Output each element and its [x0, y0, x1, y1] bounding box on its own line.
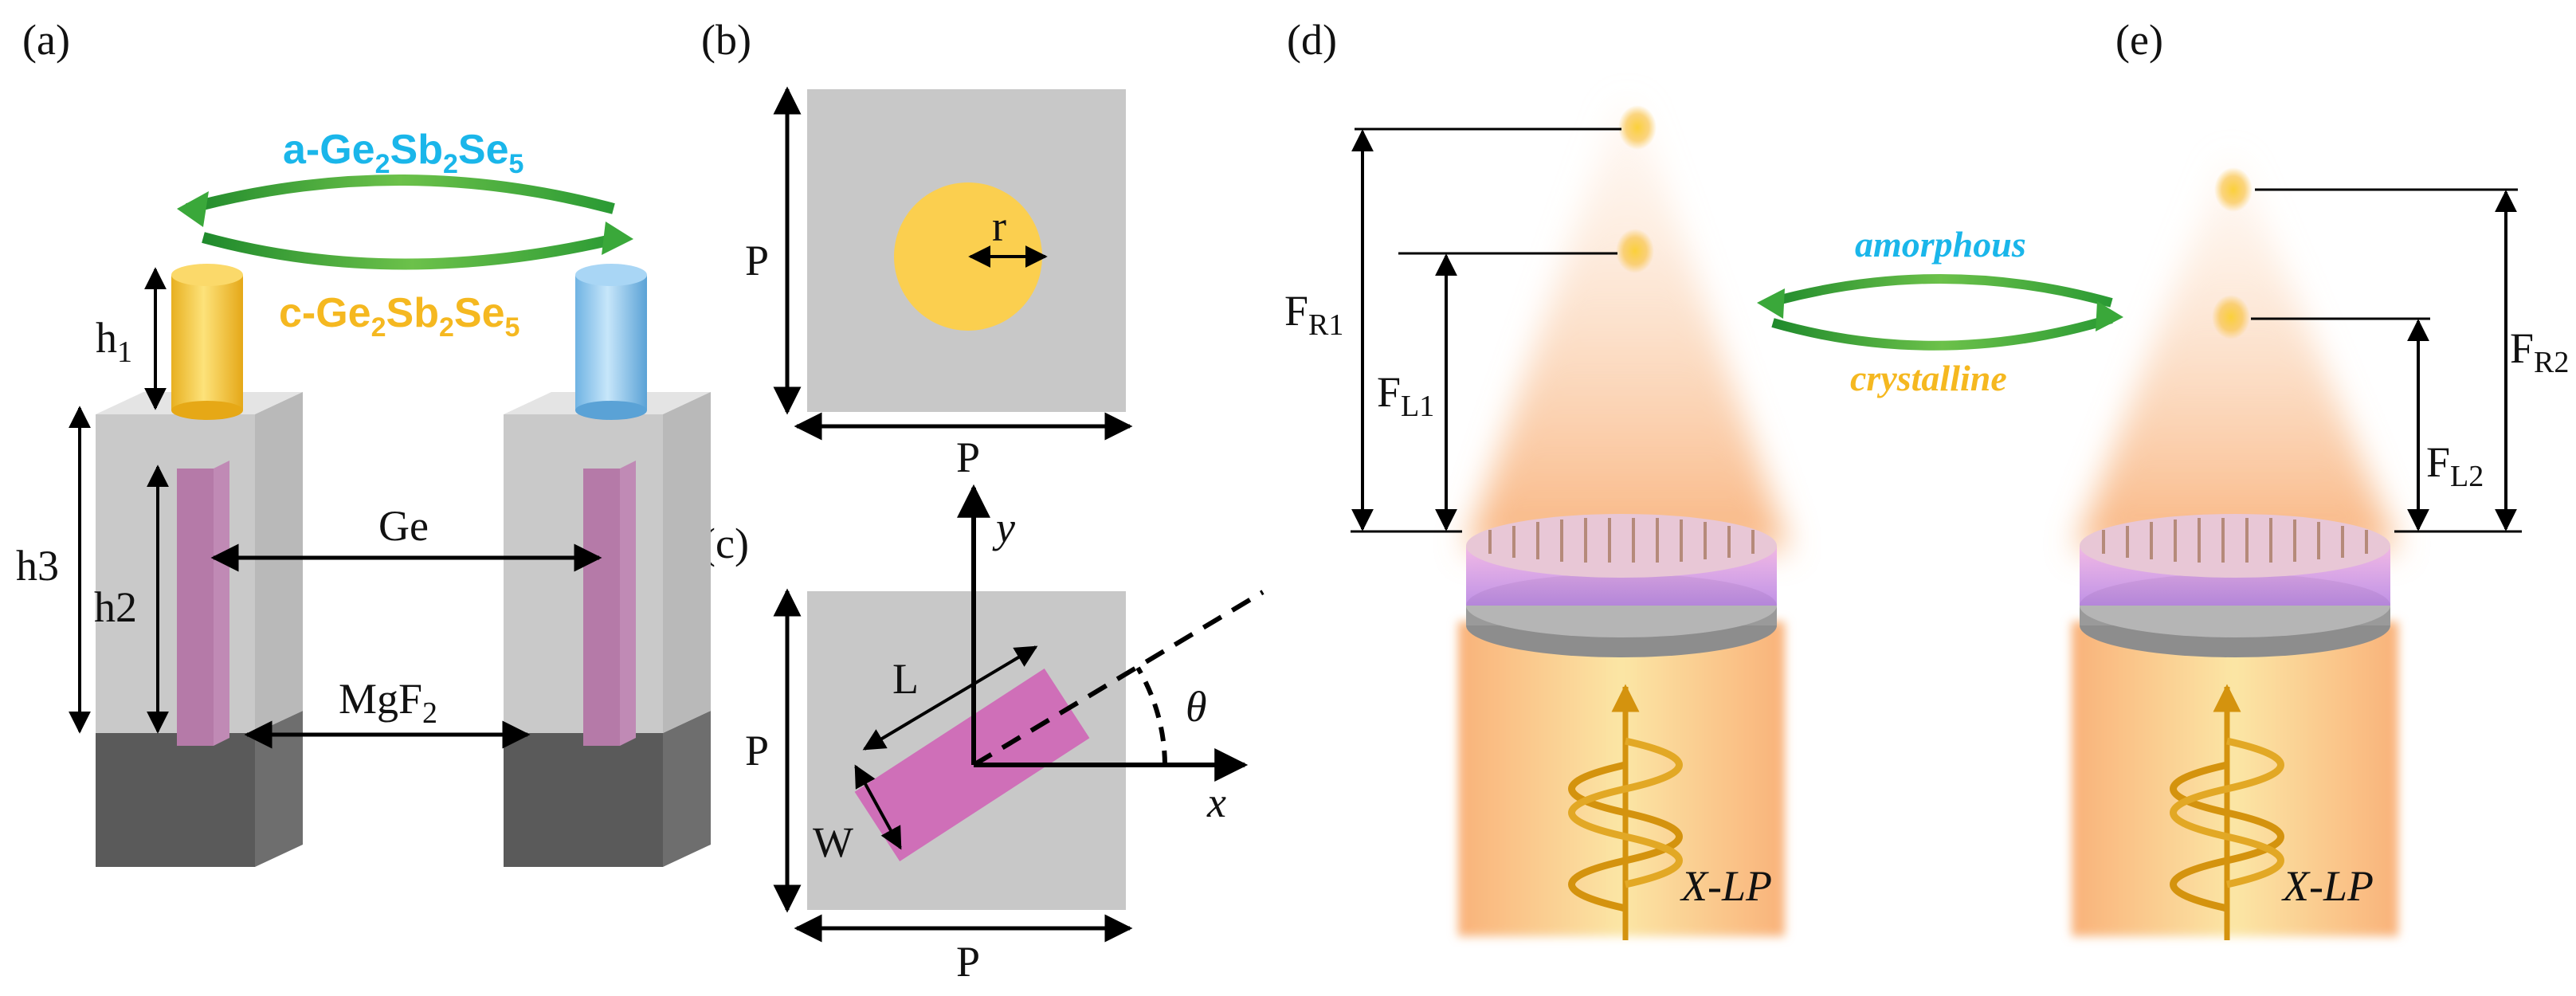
- theta-label: θ: [1186, 683, 1207, 731]
- metasurface-d: [1466, 514, 1777, 657]
- crystalline-gst-label: c-Ge2Sb2Se5: [279, 290, 520, 343]
- period-horizontal-b-label: P: [956, 433, 980, 481]
- panel-c: y x θ L W P P: [745, 484, 1264, 986]
- fl1-label: FL1: [1377, 368, 1434, 423]
- h1-label: h1: [96, 314, 132, 369]
- panel-label-a: (a): [22, 16, 70, 64]
- panel-b: r P P: [745, 86, 1133, 481]
- metasurface-e: [2080, 514, 2390, 657]
- length-arrow: [862, 645, 1038, 751]
- xlp-label-e: X-LP: [2281, 862, 2374, 910]
- radius-label: r: [992, 202, 1006, 250]
- incident-beam-d: [1458, 622, 1785, 936]
- period-vertical-c-label: P: [745, 727, 769, 774]
- period-horizontal-c-label: P: [956, 938, 980, 986]
- focal-spot-l2: [2212, 295, 2250, 339]
- fr2-label: FR2: [2510, 324, 2569, 379]
- fr1-label: FR1: [1284, 287, 1343, 342]
- xlp-wave-e: [2170, 684, 2284, 940]
- panel-label-b: (b): [701, 16, 751, 64]
- length-label: L: [892, 655, 919, 703]
- panel-a: a-Ge2Sb2Se5 c-Ge2Sb2Se5: [16, 127, 711, 867]
- crystalline-label: crystalline: [1850, 358, 2007, 398]
- width-label: W: [813, 818, 853, 866]
- angle-arc: [1135, 666, 1167, 766]
- h2-label: h2: [94, 583, 137, 631]
- axis-y-label: y: [992, 504, 1015, 551]
- fl2-label: FL2: [2426, 438, 2484, 493]
- focal-spot-r2: [2214, 167, 2253, 212]
- focal-spot-r1: [1618, 105, 1657, 150]
- amorphous-gst-label: a-Ge2Sb2Se5: [283, 127, 523, 179]
- panel-e: X-LP FR2 FL2: [2072, 159, 2569, 940]
- h3-label: h3: [16, 542, 59, 590]
- phase-switch-arrow: [177, 174, 633, 270]
- mgf2-label: MgF2: [339, 675, 437, 730]
- xlp-wave-d: [1568, 684, 1683, 940]
- panel-label-e: (e): [2115, 16, 2163, 64]
- period-vertical-b-label: P: [745, 237, 769, 284]
- xlp-label-d: X-LP: [1680, 862, 1772, 910]
- panel-d: X-LP FR1 FL1: [1284, 104, 1789, 940]
- ge-label: Ge: [378, 502, 429, 550]
- width-arrow: [854, 764, 902, 850]
- phase-switch-arrow-de: amorphous crystalline: [1757, 224, 2123, 398]
- focused-beam-d: [1466, 104, 1789, 550]
- panel-label-d: (d): [1287, 16, 1337, 64]
- focused-beam-e: [2076, 159, 2398, 550]
- gst-disk: [894, 182, 1042, 331]
- focal-spot-l1: [1616, 229, 1654, 273]
- rod-axis-dashed: [972, 590, 1264, 767]
- right-meta-atom: [504, 264, 711, 867]
- axis-x-label: x: [1206, 778, 1226, 826]
- amorphous-label: amorphous: [1855, 224, 2026, 265]
